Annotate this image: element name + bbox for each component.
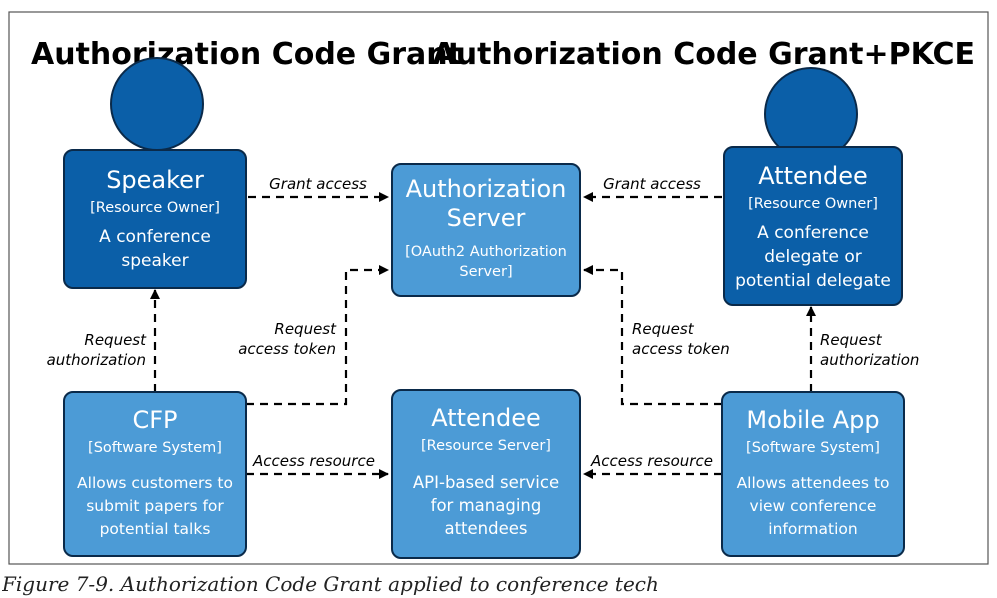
attendee-server-type: [Resource Server] [421, 438, 551, 454]
mobile-app-desc-line-3: information [768, 520, 857, 538]
authorization-server-node: Authorization Server [OAuth2 Authorizati… [391, 163, 581, 297]
authorization-server-type-line-2: Server] [459, 264, 512, 280]
authorization-server-type-line-1: [OAuth2 Authorization [405, 244, 567, 260]
attendee-person-name: Attendee [758, 162, 868, 190]
cfp-desc-line-3: potential talks [100, 520, 211, 538]
left-heading: Authorization Code Grant [31, 37, 462, 72]
attendee-person-desc-line-1: A conference [757, 223, 869, 243]
grant-access-right-label: Grant access [603, 175, 701, 193]
grant-access-left-label: Grant access [269, 175, 367, 193]
authorization-server-name-line-2: Server [447, 204, 526, 232]
cfp-desc-line-1: Allows customers to [77, 474, 233, 492]
cfp-name: CFP [132, 406, 177, 434]
speaker-name: Speaker [106, 166, 204, 194]
authorization-server-name-line-1: Authorization [406, 175, 567, 203]
speaker-node: Speaker [Resource Owner] A conference sp… [63, 149, 247, 289]
access-resource-right-label: Access resource [590, 452, 713, 470]
speaker-desc-line-1: A conference [99, 227, 211, 247]
request-token-left-label-line-2: access token [238, 340, 336, 358]
cfp-desc-line-2: submit papers for [86, 497, 224, 515]
attendee-person-desc-line-2: delegate or [764, 247, 862, 267]
request-token-right-label-line-2: access token [632, 340, 730, 358]
speaker-desc-line-2: speaker [121, 251, 188, 271]
cfp-type: [Software System] [88, 440, 222, 456]
speaker-person-head [110, 57, 204, 151]
mobile-app-desc-line-2: view conference [750, 497, 877, 515]
request-token-left-arrow [246, 265, 389, 406]
request-authorization-right-label-line-1: Request [820, 331, 883, 349]
cfp-node: CFP [Software System] Allows customers t… [63, 391, 247, 557]
request-token-left-label-line-1: Request [274, 320, 337, 338]
attendee-server-desc-line-2: for managing [431, 496, 542, 515]
mobile-app-type: [Software System] [746, 440, 880, 456]
access-resource-left-label: Access resource [252, 452, 375, 470]
mobile-app-desc-line-1: Allows attendees to [737, 474, 890, 492]
attendee-server-desc-line-3: attendees [444, 519, 527, 538]
request-token-right-arrow [583, 265, 722, 406]
request-authorization-left-label-line-1: Request [84, 331, 147, 349]
edge-labels: Grant access Grant access Request author… [47, 175, 920, 470]
attendee-person-desc-line-3: potential delegate [735, 271, 891, 291]
right-heading: Authorization Code Grant+PKCE [433, 37, 976, 72]
connectors [150, 192, 816, 479]
attendee-person-node: Attendee [Resource Owner] A conference d… [723, 146, 903, 306]
attendee-person-type: [Resource Owner] [748, 196, 878, 212]
mobile-app-node: Mobile App [Software System] Allows atte… [721, 391, 905, 557]
figure-caption: Figure 7-9. Authorization Code Grant app… [2, 572, 659, 596]
mobile-app-name: Mobile App [746, 406, 879, 434]
request-token-right-label-line-1: Request [632, 320, 695, 338]
request-authorization-right-label-line-2: authorization [820, 351, 919, 369]
attendee-server-desc-line-1: API-based service [413, 473, 559, 492]
attendee-server-name: Attendee [431, 404, 541, 432]
attendee-server-node: Attendee [Resource Server] API-based ser… [391, 389, 581, 559]
speaker-type: [Resource Owner] [90, 200, 220, 216]
request-authorization-left-label-line-2: authorization [47, 351, 146, 369]
